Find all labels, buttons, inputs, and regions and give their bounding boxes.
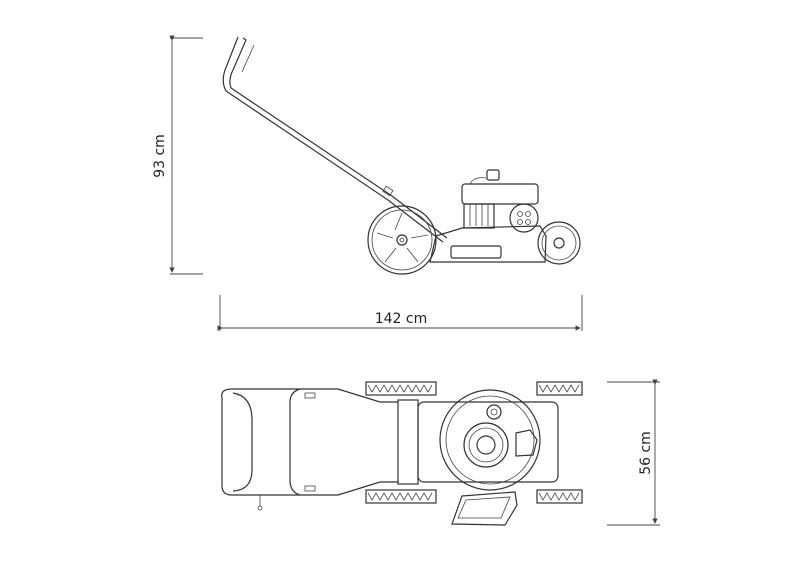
- deck: [429, 225, 547, 263]
- length-dimension: 142 cm: [217, 295, 583, 331]
- width-label: 56 cm: [638, 431, 654, 475]
- adjuster-knob: [257, 505, 263, 511]
- front-wheels: [536, 381, 583, 504]
- front-wheel: [537, 221, 581, 265]
- discharge-chute: [451, 491, 518, 526]
- height-dimension: 93 cm: [152, 35, 203, 275]
- length-label: 142 cm: [375, 311, 428, 327]
- handle-frame: [221, 388, 398, 496]
- engine: [461, 169, 539, 233]
- side-view-mower: [222, 36, 581, 275]
- top-view-mower: [221, 381, 583, 526]
- rear-wheel: [367, 205, 437, 275]
- height-label: 93 cm: [152, 134, 168, 178]
- handle: [222, 36, 448, 243]
- rear-wheels: [365, 381, 437, 504]
- width-dimension: 56 cm: [607, 379, 660, 526]
- deck-top: [397, 389, 559, 491]
